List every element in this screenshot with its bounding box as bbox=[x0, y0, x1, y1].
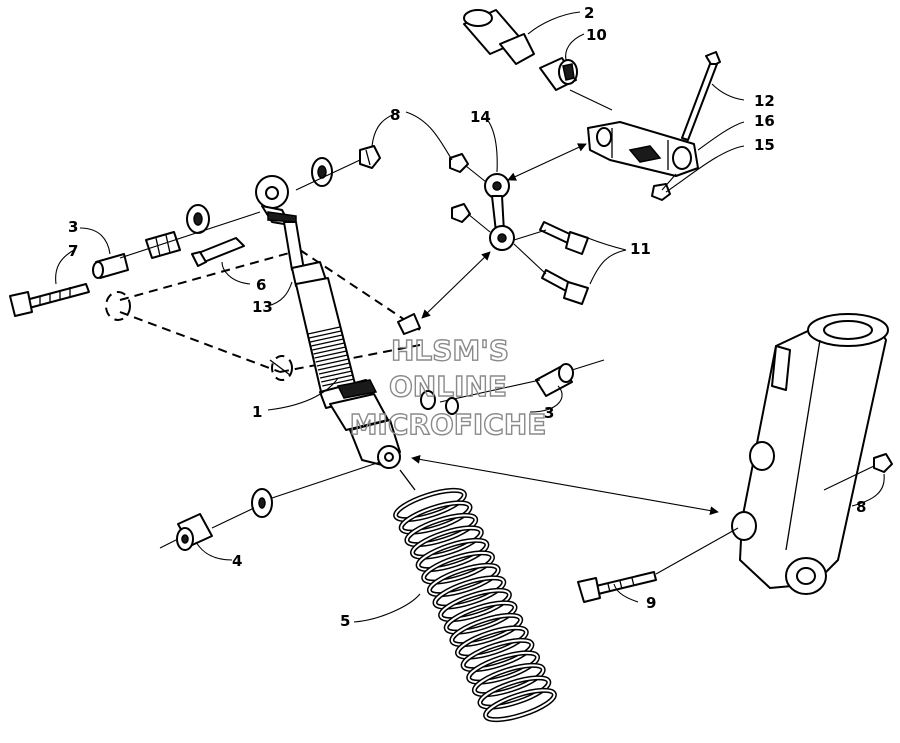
washer-upper bbox=[311, 157, 333, 187]
shock-thread bbox=[313, 346, 346, 355]
watermark-line-2: ONLINE bbox=[389, 370, 507, 403]
bushing-left bbox=[145, 231, 181, 259]
callouts: 1 2 3 3 4 5 6 7 8 8 9 10 11 12 13 14 15 … bbox=[68, 4, 866, 630]
callout-14: 14 bbox=[470, 108, 491, 126]
spring-turn-highlight bbox=[411, 526, 483, 559]
washer-left bbox=[186, 204, 210, 234]
callout-2: 2 bbox=[584, 4, 594, 22]
bolt-12 bbox=[681, 51, 721, 141]
nut-15 bbox=[651, 183, 671, 201]
shock-thread bbox=[319, 370, 353, 379]
spacer-3-right bbox=[535, 363, 574, 397]
spindle bbox=[731, 313, 889, 595]
spring-turn-highlight bbox=[405, 514, 477, 546]
callout-8-lower: 8 bbox=[856, 498, 866, 516]
spring-turn-highlight bbox=[479, 676, 550, 709]
callout-10: 10 bbox=[586, 26, 607, 44]
shock-thread bbox=[317, 362, 351, 371]
spring-turn-highlight bbox=[417, 539, 488, 571]
spring-turn-highlight bbox=[462, 639, 533, 671]
callout-3-right: 3 bbox=[544, 404, 554, 422]
spring-turn-highlight bbox=[422, 551, 494, 584]
bracket-16 bbox=[587, 121, 699, 177]
spring-turn-highlight bbox=[456, 626, 528, 659]
spring-turn-highlight bbox=[484, 689, 556, 721]
arrow-link-arm bbox=[421, 251, 491, 319]
coil-spring bbox=[399, 469, 416, 491]
callout-3-left: 3 bbox=[68, 218, 78, 236]
part-10 bbox=[539, 57, 578, 91]
shock-thread bbox=[316, 358, 349, 367]
callout-5: 5 bbox=[340, 612, 350, 630]
link-rod-14 bbox=[484, 173, 515, 251]
shock-thread bbox=[315, 354, 348, 363]
callout-12: 12 bbox=[754, 92, 775, 110]
shock-thread bbox=[308, 330, 342, 339]
shock-thread bbox=[310, 334, 343, 343]
callout-7: 7 bbox=[68, 242, 78, 260]
watermark: HLSM'S ONLINE MICROFICHE bbox=[349, 333, 547, 441]
callout-1: 1 bbox=[252, 403, 262, 421]
shock-thread bbox=[318, 366, 352, 375]
washer-lower bbox=[251, 488, 273, 518]
bolts-11 bbox=[539, 221, 589, 305]
shock-thread bbox=[322, 378, 355, 387]
callout-16: 16 bbox=[754, 112, 775, 130]
nut-8-upper bbox=[359, 145, 381, 169]
spring-turn-highlight bbox=[428, 564, 500, 596]
coil-spring-turns bbox=[393, 487, 557, 723]
arrow-shock-spindle bbox=[411, 455, 719, 515]
shock-thread bbox=[312, 342, 345, 351]
spring-turn-highlight bbox=[434, 576, 505, 609]
shock-thread bbox=[311, 338, 344, 347]
callout-15: 15 bbox=[754, 136, 775, 154]
nuts-8-link bbox=[449, 153, 471, 223]
shock-thread bbox=[314, 350, 347, 359]
callout-8-upper: 8 bbox=[390, 106, 400, 124]
part-2 bbox=[463, 9, 535, 65]
nut-8-lower bbox=[873, 453, 893, 473]
spring-turn-highlight bbox=[473, 664, 545, 696]
spacer-3-left bbox=[92, 253, 129, 279]
spring-turn-highlight bbox=[445, 601, 516, 634]
arrow-link-bracket bbox=[507, 143, 587, 181]
callout-9: 9 bbox=[646, 594, 656, 612]
a-arm-phantom bbox=[105, 249, 421, 381]
callout-11: 11 bbox=[630, 240, 651, 258]
bushing-6 bbox=[191, 237, 245, 267]
watermark-line-1: HLSM'S bbox=[391, 334, 509, 367]
callout-6: 6 bbox=[256, 276, 266, 294]
spring-turn-highlight bbox=[467, 651, 539, 684]
bolt-7 bbox=[9, 283, 90, 317]
shock-absorber bbox=[255, 175, 401, 469]
bushing-4 bbox=[176, 513, 213, 551]
spring-turn-highlight bbox=[450, 614, 522, 646]
shock-thread bbox=[307, 326, 341, 335]
callout-13: 13 bbox=[252, 298, 273, 316]
callout-4: 4 bbox=[232, 552, 242, 570]
small-hardware-mid bbox=[397, 313, 459, 415]
spring-turn-highlight bbox=[439, 589, 511, 621]
watermark-line-3: MICROFICHE bbox=[350, 408, 547, 441]
leader-lines bbox=[55, 11, 885, 623]
bolt-9 bbox=[577, 571, 657, 603]
